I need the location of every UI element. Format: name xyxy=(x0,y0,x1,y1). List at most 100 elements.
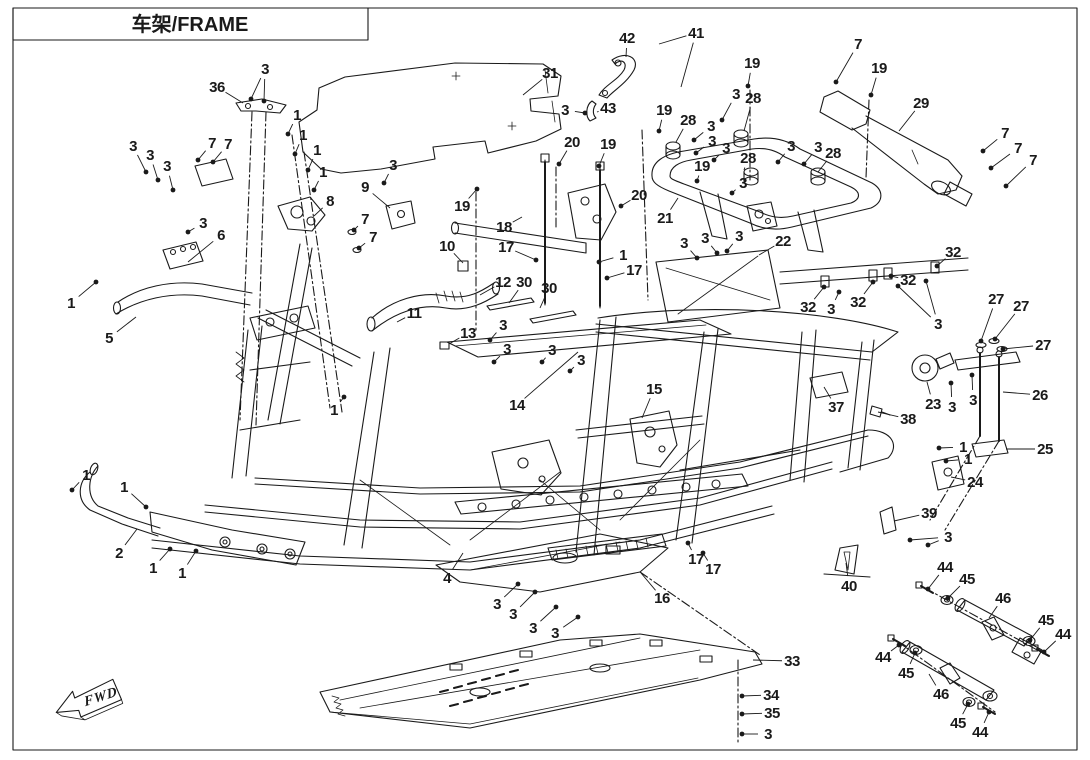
fastener-dot xyxy=(821,284,827,290)
callout-leader xyxy=(508,289,519,304)
callout-leader xyxy=(813,286,825,300)
callout-leader xyxy=(1002,391,1031,395)
callout-leader xyxy=(598,257,614,263)
callout-label-29: 29 xyxy=(913,95,929,112)
callout-label-3: 3 xyxy=(739,175,747,192)
part-steering-pipe xyxy=(366,260,577,350)
fastener-dot xyxy=(729,190,735,196)
callout-label-17: 17 xyxy=(705,561,721,578)
callout-label-3: 3 xyxy=(732,86,740,103)
fastener-dot xyxy=(895,283,901,289)
callout-label-3: 3 xyxy=(948,399,956,416)
fastener-dot xyxy=(69,487,75,493)
callout-label-3: 3 xyxy=(701,230,709,247)
fastener-dot xyxy=(185,229,191,235)
fastener-dot xyxy=(719,117,725,123)
callout-leader xyxy=(680,42,694,88)
callout-label-3: 3 xyxy=(934,316,942,333)
callout-label-45: 45 xyxy=(1038,612,1054,629)
callout-leader xyxy=(980,308,994,342)
callout-leader xyxy=(909,537,939,541)
callout-label-22: 22 xyxy=(775,233,791,250)
fastener-dot xyxy=(724,248,730,254)
fastener-dot xyxy=(532,589,538,595)
callout-label-42: 42 xyxy=(619,30,635,47)
callout-leader xyxy=(1043,640,1057,653)
callout-leader xyxy=(743,107,751,132)
fastener-dot xyxy=(487,337,493,343)
fastener-dot xyxy=(745,83,751,89)
callout-label-43: 43 xyxy=(600,100,616,117)
fastener-dot xyxy=(1041,649,1047,655)
fastener-dot xyxy=(907,537,913,543)
fastener-dot xyxy=(305,167,311,173)
fastener-dot xyxy=(888,273,894,279)
callout-label-1: 1 xyxy=(293,107,301,124)
callout-leader xyxy=(522,78,543,96)
fastener-dot xyxy=(912,650,918,656)
fastener-dot xyxy=(311,187,317,193)
fastener-dot xyxy=(868,92,874,98)
callout-label-3: 3 xyxy=(787,138,795,155)
callout-label-3: 3 xyxy=(509,606,517,623)
fastener-dot xyxy=(739,711,745,717)
callout-label-1: 1 xyxy=(82,467,90,484)
callout-label-7: 7 xyxy=(361,211,369,228)
fastener-dot xyxy=(210,159,216,165)
fastener-dot xyxy=(656,128,662,134)
callout-label-39: 39 xyxy=(921,505,937,522)
callout-label-4: 4 xyxy=(443,570,452,587)
fastener-dot xyxy=(694,178,700,184)
callout-leader xyxy=(187,240,214,263)
callout-label-32: 32 xyxy=(800,299,816,316)
callout-label-19: 19 xyxy=(871,60,887,77)
callout-leader xyxy=(78,281,97,297)
callout-label-45: 45 xyxy=(959,571,975,588)
callout-label-3: 3 xyxy=(551,625,559,642)
fastener-dot xyxy=(965,701,971,707)
fastener-dot xyxy=(988,165,994,171)
callout-label-27: 27 xyxy=(988,291,1004,308)
callout-label-3: 3 xyxy=(735,228,743,245)
callout-leader xyxy=(250,77,262,100)
callout-label-7: 7 xyxy=(224,136,232,153)
fastener-dot xyxy=(582,110,588,116)
callout-label-7: 7 xyxy=(369,229,377,246)
fastener-dot xyxy=(575,614,581,620)
fastener-dot xyxy=(143,169,149,175)
callout-label-1: 1 xyxy=(120,479,128,496)
fastener-dot xyxy=(618,203,624,209)
fastener-dot xyxy=(925,586,931,592)
callout-leader xyxy=(877,411,899,418)
callout-leader xyxy=(640,572,656,591)
fastener-dot xyxy=(739,693,745,699)
diagram-line-art: FWD xyxy=(55,55,1050,743)
callout-leader xyxy=(758,245,775,256)
callout-label-3: 3 xyxy=(493,596,501,613)
callout-leader xyxy=(741,712,763,715)
callout-label-30: 30 xyxy=(541,280,557,297)
callout-leader xyxy=(870,77,877,96)
callout-label-44: 44 xyxy=(875,649,892,666)
callout-leader xyxy=(313,207,324,217)
fastener-dot xyxy=(775,159,781,165)
callout-leader xyxy=(835,52,854,83)
callout-label-6: 6 xyxy=(217,227,225,244)
callout-label-3: 3 xyxy=(129,138,137,155)
callout-label-35: 35 xyxy=(764,705,780,722)
fwd-arrow: FWD xyxy=(55,678,124,721)
callout-label-19: 19 xyxy=(694,158,710,175)
callout-label-7: 7 xyxy=(854,36,862,53)
callout-label-37: 37 xyxy=(828,399,844,416)
fastener-dot xyxy=(567,368,573,374)
callout-label-27: 27 xyxy=(1035,337,1051,354)
callout-leader xyxy=(893,514,920,522)
callout-leader xyxy=(562,616,579,628)
callout-label-14: 14 xyxy=(509,397,526,414)
fastener-dot xyxy=(980,148,986,154)
part-hook-bracket xyxy=(586,55,636,122)
callout-leader xyxy=(168,175,174,191)
callout-label-45: 45 xyxy=(950,715,966,732)
fastener-dot xyxy=(596,259,602,265)
